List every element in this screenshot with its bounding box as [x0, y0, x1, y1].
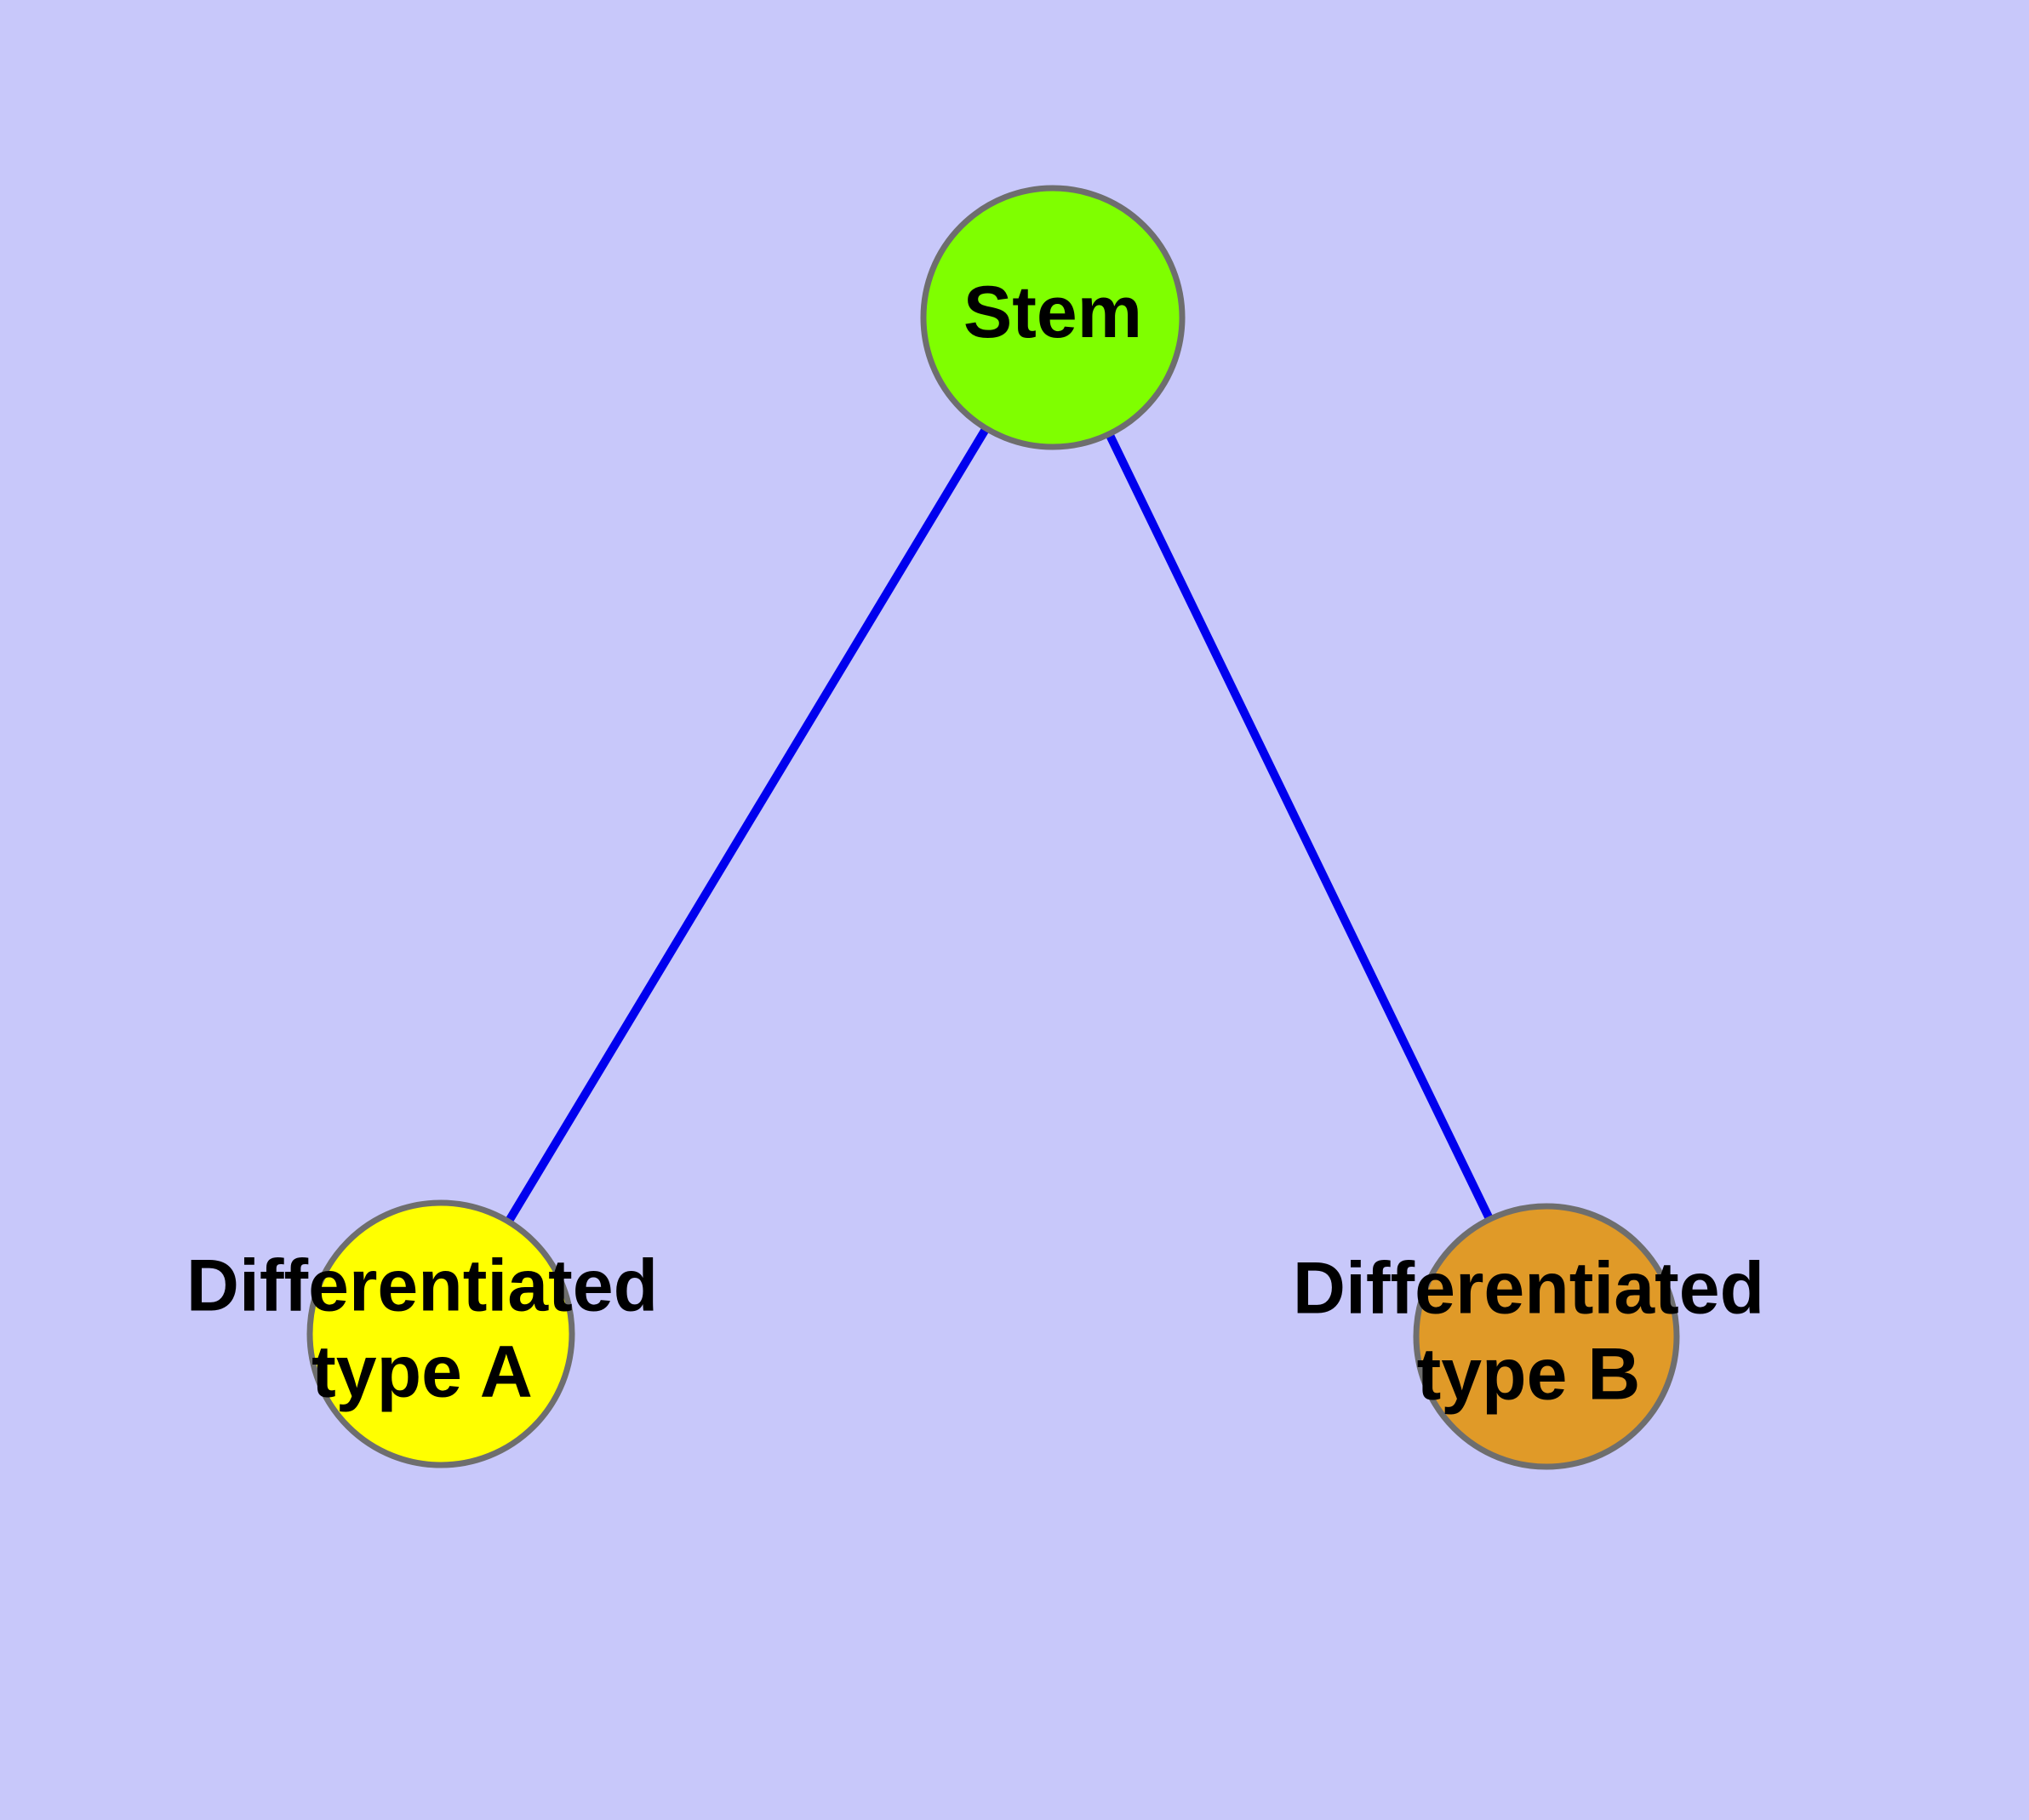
graph-node-stem[interactable]: Stem	[920, 185, 1186, 450]
graph-edge-stem-to-diff-a	[505, 426, 990, 1224]
node-label-line: Differentiated	[1293, 1247, 1764, 1329]
node-label-line: type A	[311, 1331, 533, 1412]
node-circle-stem[interactable]	[920, 185, 1186, 450]
node-label-line: Differentiated	[186, 1245, 658, 1326]
node-label-line: Stem	[963, 272, 1142, 353]
edge-layer	[505, 426, 1494, 1224]
node-circle-diff_b[interactable]	[1413, 1203, 1680, 1470]
node-circle-diff_a[interactable]	[306, 1199, 575, 1468]
graph-edge-stem-to-diff-b	[1105, 432, 1494, 1222]
node-label-line: type B	[1417, 1333, 1641, 1415]
node-label-stem: Stem	[963, 272, 1142, 353]
